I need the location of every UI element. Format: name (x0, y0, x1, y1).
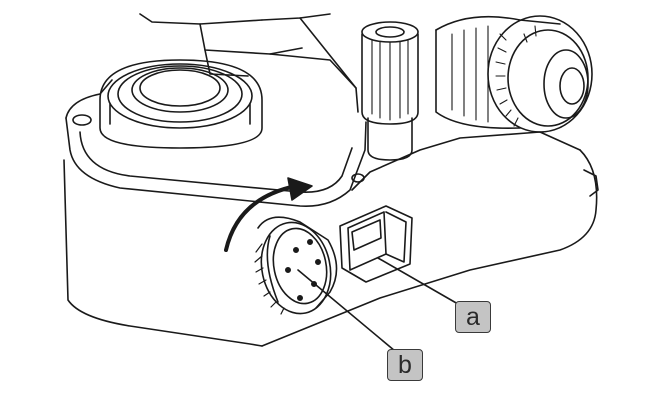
light-port (99, 59, 263, 149)
callout-label-a: a (455, 301, 491, 333)
leader-line-a (377, 257, 459, 305)
power-switch (339, 205, 413, 283)
microscope-arm (139, 13, 359, 113)
focus-knob (435, 15, 593, 133)
callout-label-b: b (387, 349, 423, 381)
brightness-dial (254, 216, 338, 315)
microscope-base (63, 79, 599, 347)
leader-line-b (297, 269, 396, 352)
rotation-arrow (224, 177, 313, 252)
vertical-knob (361, 21, 419, 161)
leader-lines (297, 257, 459, 352)
